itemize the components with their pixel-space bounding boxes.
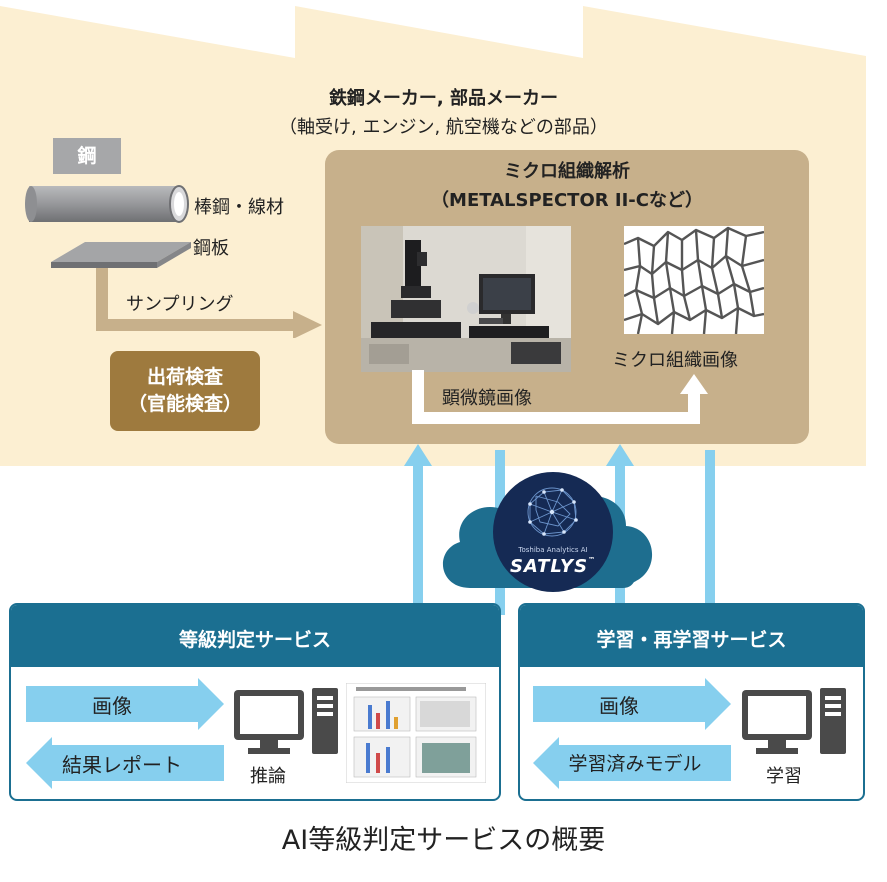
microstructure-image: [624, 226, 764, 334]
grading-image-label: 画像: [92, 694, 132, 718]
computer-icon: [234, 688, 338, 754]
computer-icon: [742, 688, 846, 754]
industry-title: 鉄鋼メーカー, 部品メーカー: [328, 88, 559, 109]
microstructure-label: ミクロ組織画像: [612, 350, 738, 371]
grading-image-arrow: [26, 678, 224, 730]
inference-label: 推論: [250, 766, 286, 787]
steel-label: 鋼: [53, 138, 121, 174]
satlys-tm: ™: [588, 556, 597, 564]
micro-analysis-title: ミクロ組織解析: [504, 161, 630, 182]
figure-caption: AI等級判定サービスの概要: [281, 825, 606, 856]
learning-label: 学習: [766, 766, 802, 787]
image-flow-arrow: [412, 370, 708, 424]
sensory-inspection-label: （官能検査）: [127, 393, 242, 415]
satlys-logo: [493, 472, 613, 592]
shipping-inspection-box: 出荷検査 （官能検査）: [110, 351, 260, 431]
sampling-arrow: [96, 268, 322, 338]
steel-bar-icon: [25, 185, 189, 223]
learning-image-arrow: [533, 678, 731, 730]
steel-plate-icon: [51, 242, 191, 268]
grading-report-arrow: [26, 737, 224, 789]
trained-model-arrow: [533, 737, 731, 789]
sampling-label: サンプリング: [126, 294, 234, 315]
microscope-image-label: 顕微鏡画像: [442, 388, 532, 409]
industry-subtitle: （軸受け, エンジン, 航空機などの部品）: [279, 117, 608, 138]
satlys-small-text: Toshiba Analytics AI: [518, 546, 588, 554]
shipping-inspection-label: 出荷検査: [146, 366, 223, 388]
learning-image-label: 画像: [599, 694, 639, 718]
grading-report-label: 結果レポート: [62, 753, 182, 777]
grading-service-title: 等級判定サービス: [11, 605, 499, 667]
micro-analysis-subtitle: （METALSPECTOR II-Cなど）: [431, 190, 703, 211]
microscope-photo: [361, 226, 571, 372]
bar-wire-label: 棒鋼・線材: [194, 197, 284, 218]
plate-label: 鋼板: [193, 238, 229, 259]
learning-service-title: 学習・再学習サービス: [520, 605, 863, 667]
result-report-thumbnail: [346, 683, 486, 783]
satlys-name: SATLYS: [509, 556, 589, 577]
trained-model-label: 学習済みモデル: [568, 753, 702, 775]
